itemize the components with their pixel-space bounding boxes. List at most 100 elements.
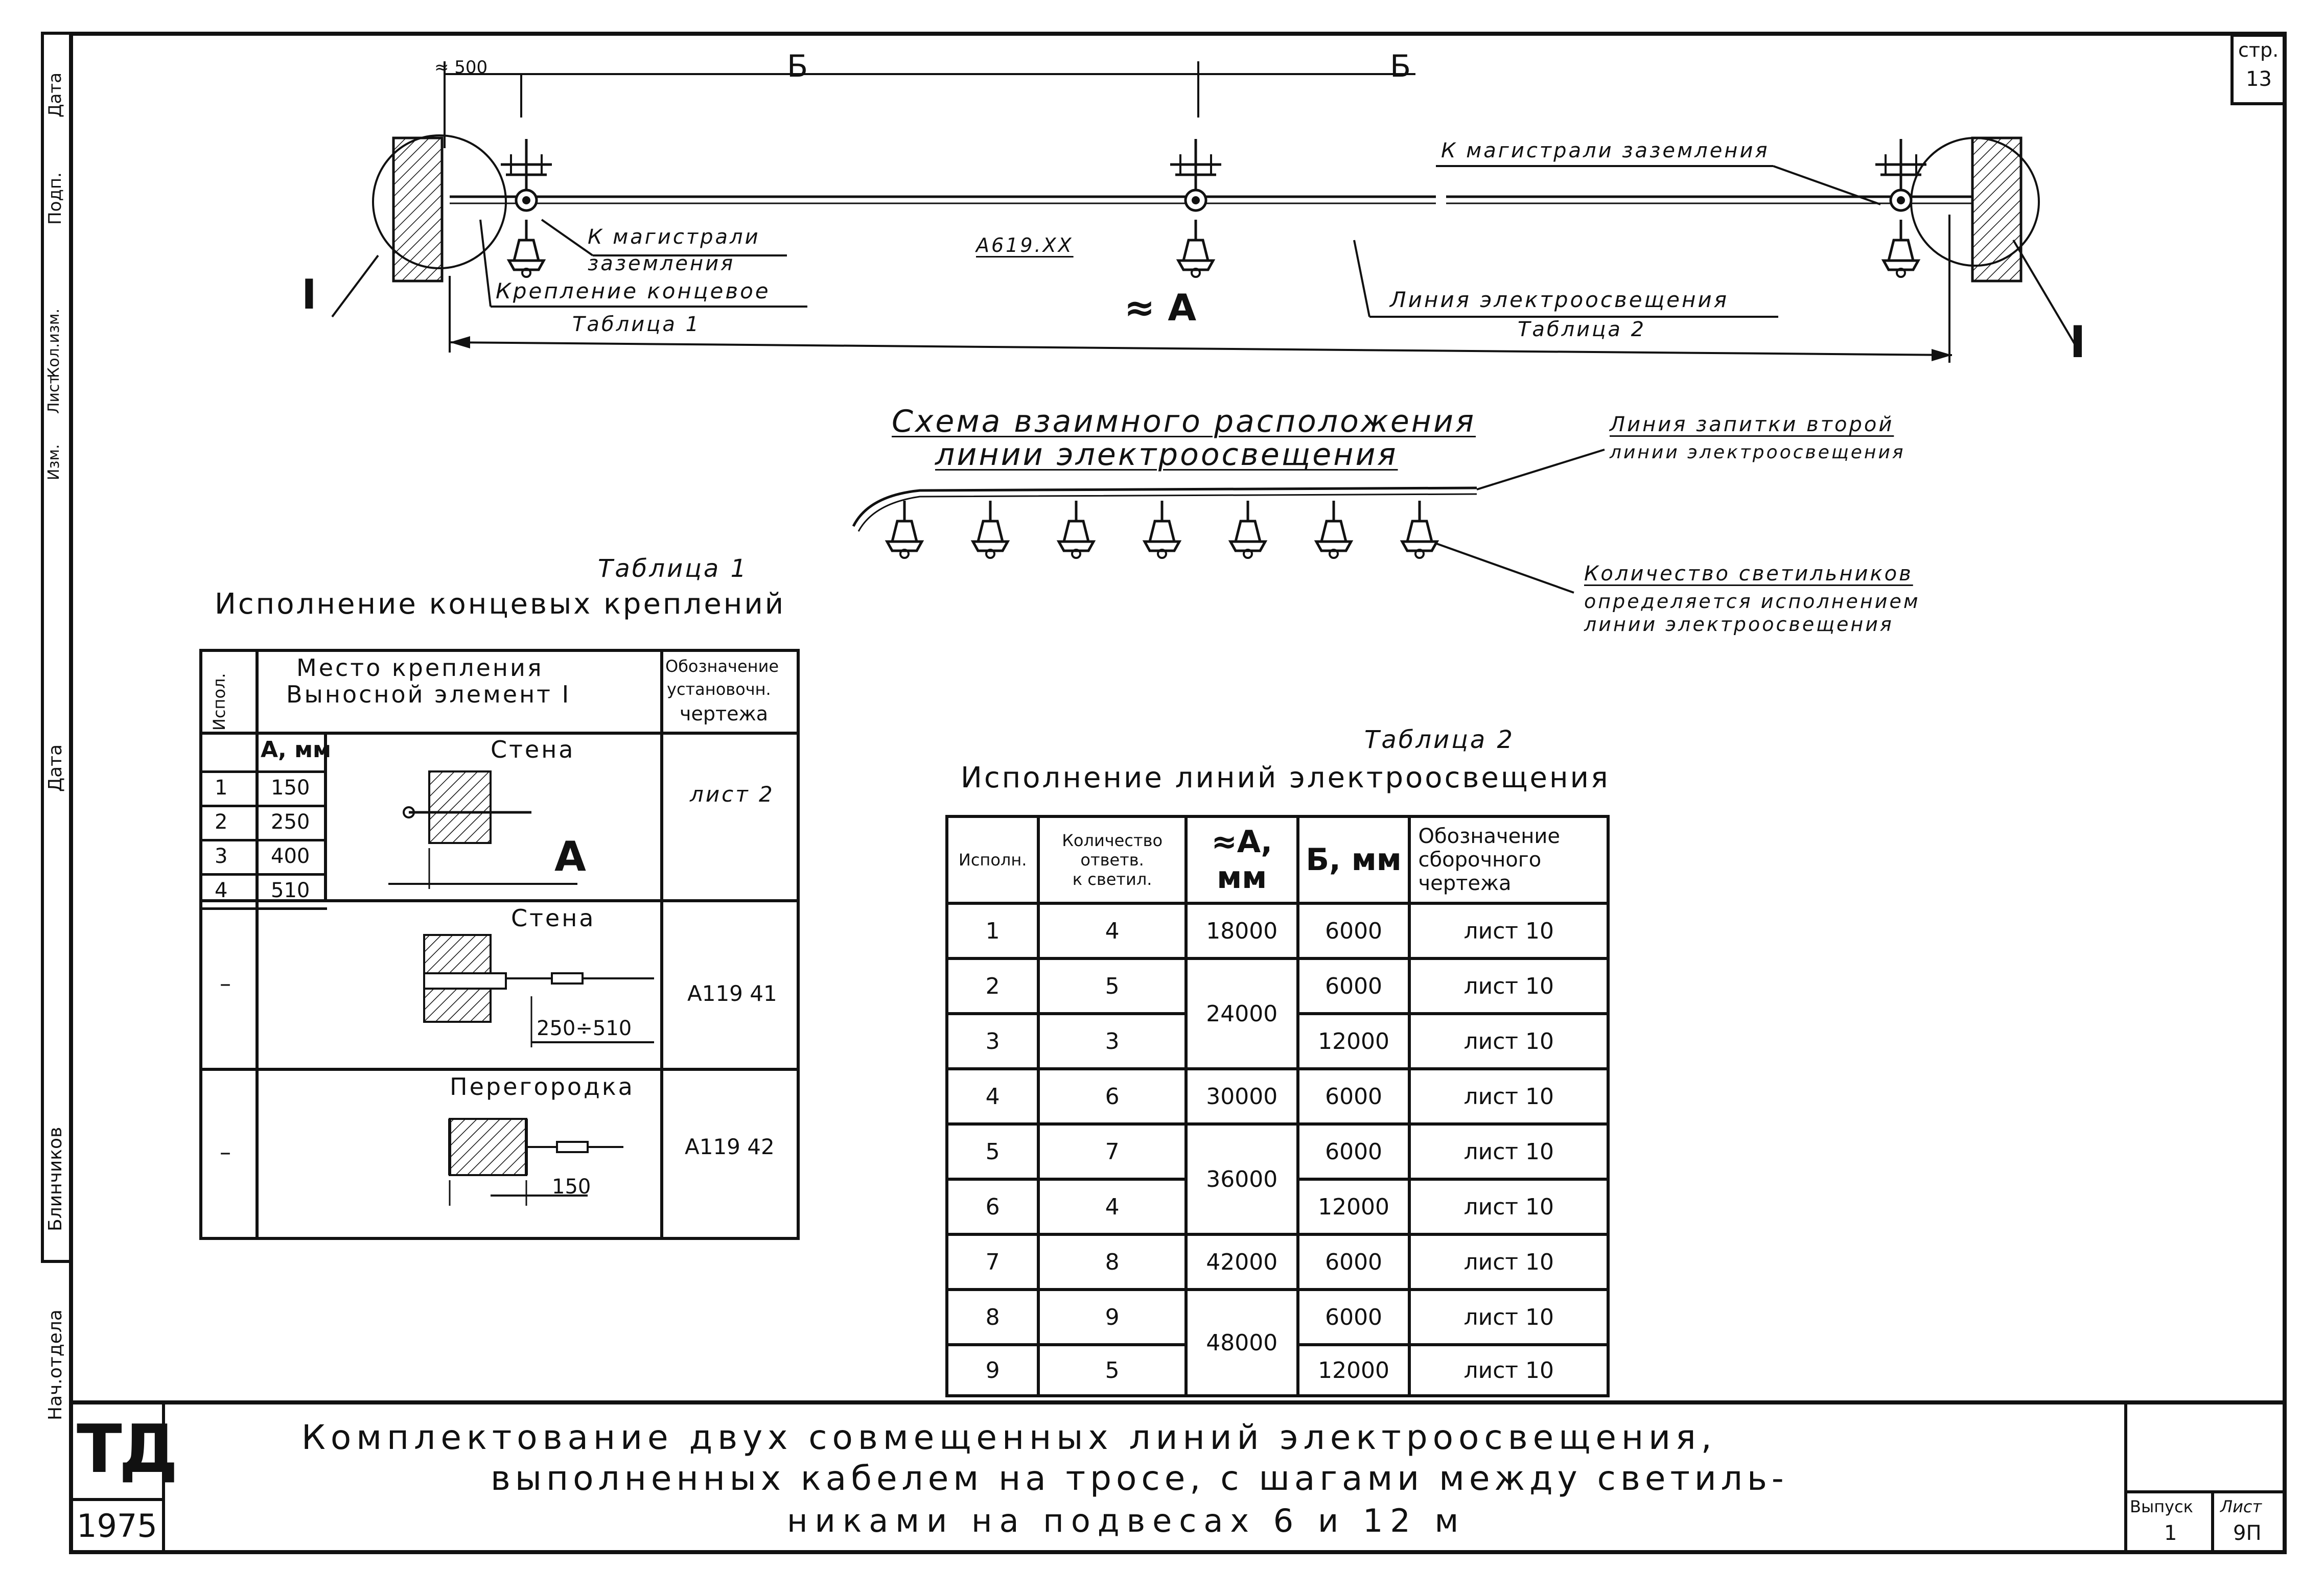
label-grounding-left: К магистрали заземления — [588, 225, 760, 275]
table2-cell-drawing: лист 10 — [1408, 1122, 1610, 1181]
table2-header-col3: ≈А, мм — [1184, 815, 1299, 905]
table1-row-a: 150 — [271, 776, 310, 800]
scheme-lamp — [1230, 501, 1265, 558]
table2-cell-drawing: лист 10 — [1408, 902, 1610, 960]
table1-block3-drawing: А119 42 — [685, 1134, 775, 1159]
dim-b1-label: Б — [787, 49, 808, 84]
scheme-lamp — [887, 501, 922, 558]
title-block-sheet-value: 9П — [2233, 1521, 2262, 1545]
scheme-title-line1: Схема взаимного расположения — [892, 404, 1476, 439]
table1-hline-block2 — [199, 899, 800, 902]
scheme-lamp — [1402, 501, 1437, 558]
table1-block2-caption: Стена — [511, 904, 596, 932]
table1-header-col1: Испол. — [210, 673, 229, 731]
table-row: 3 3 12000 лист 10 — [945, 1012, 1610, 1070]
table2: Испoлн. Количество ответв. к светил. ≈А,… — [945, 815, 1610, 1397]
marker-left-I: I — [301, 271, 317, 318]
table1-block1-caption: Стена — [491, 736, 575, 763]
table2-cell-drawing: лист 10 — [1408, 1343, 1610, 1397]
table2-cell-n: 1 — [945, 902, 1040, 960]
table2-cell-b: 6000 — [1296, 1233, 1411, 1291]
table-row: 2 250 — [199, 805, 327, 839]
table1-vline-1 — [255, 649, 259, 1240]
table1-vline-2 — [660, 649, 663, 1240]
dim-a-label: ≈ А — [1124, 286, 1197, 329]
side-stamp-column — [41, 32, 69, 1263]
table2-header-col5-line1: Обозначение — [1418, 825, 1561, 848]
table2-cell-count: 7 — [1037, 1122, 1188, 1181]
table2-cell-count: 3 — [1037, 1012, 1188, 1070]
table2-cell-a: 30000 — [1184, 1067, 1299, 1126]
table2-cell-b: 6000 — [1296, 1122, 1411, 1181]
scheme-lamp — [1059, 501, 1094, 558]
table-row: 9 5 12000 лист 10 — [945, 1343, 1610, 1397]
table2-cell-count: 4 — [1037, 1178, 1188, 1236]
marker-right-I: I — [2070, 317, 2086, 368]
dim-b2-label: Б — [1390, 49, 1411, 84]
title-block-line1: Комплектование двух совмещенных линий эл… — [301, 1418, 1717, 1457]
table1-header-col3-line3: чертежа — [680, 702, 768, 725]
table2-cell-n: 2 — [945, 957, 1040, 1015]
table-row: 7 8 42000 6000 лист 10 — [945, 1233, 1610, 1291]
label-lighting-line: Линия электроосвещения — [1390, 287, 1729, 312]
table2-cell-count: 6 — [1037, 1067, 1188, 1126]
table1-row-n: 1 — [215, 776, 228, 800]
table2-header-row: Испoлн. Количество ответв. к светил. ≈А,… — [945, 815, 1610, 905]
label-grounding-right: К магистрали заземления — [1441, 139, 1770, 162]
title-block-line2: выполненных кабелем на тросе, с шагами м… — [491, 1459, 1788, 1498]
table2-cell-b: 6000 — [1296, 1067, 1411, 1126]
scheme-note-count-line1: Количество светильников — [1584, 562, 1913, 586]
table2-cell-n: 7 — [945, 1233, 1040, 1291]
table-row: 4 510 — [199, 873, 327, 910]
table2-caption: Таблица 2 — [1364, 725, 1515, 754]
title-block-line3: никами на подвесах 6 и 12 м — [787, 1502, 1466, 1539]
table2-cell-drawing: лист 10 — [1408, 1012, 1610, 1070]
table2-cell-count: 4 — [1037, 902, 1188, 960]
table2-cell-n: 3 — [945, 1012, 1040, 1070]
table2-cell-count: 8 — [1037, 1233, 1188, 1291]
scheme-note-count-line2: определяется исполнением — [1584, 590, 1920, 613]
label-fastening: Крепление концевое — [496, 278, 771, 303]
table2-header-col5: Обозначение сборочного чертежа — [1408, 815, 1610, 905]
table1-row-n: 2 — [215, 810, 228, 834]
title-block-issue-value: 1 — [2164, 1521, 2177, 1545]
table2-cell-n: 9 — [945, 1343, 1040, 1397]
dim-500-label: ≈ 500 — [434, 57, 488, 78]
table2-cell-b: 12000 — [1296, 1012, 1411, 1070]
table2-cell-n: 5 — [945, 1122, 1040, 1181]
page-number-box — [2230, 34, 2287, 105]
title-block-year: 1975 — [77, 1507, 157, 1544]
table1-row-a: 250 — [271, 810, 310, 834]
table1-header-col3-line1: Обозначение — [665, 657, 779, 676]
table2-header-col2: Количество ответв. к светил. — [1037, 815, 1188, 905]
title-block-issue-label: Выпуск — [2130, 1497, 2193, 1516]
table2-cell-n: 6 — [945, 1178, 1040, 1236]
scheme-note-feed-line1: Линия запитки второй — [1610, 413, 1894, 436]
table2-cell-count: 5 — [1037, 1343, 1188, 1397]
table-row: 8 9 48000 6000 лист 10 — [945, 1288, 1610, 1397]
table2-header-col1: Испoлн. — [945, 815, 1040, 905]
table2-cell-b: 6000 — [1296, 1288, 1411, 1346]
table1-block3-n: – — [220, 1139, 231, 1165]
table-row: 3 400 — [199, 839, 327, 873]
table2-header-col5-line3: чертежа — [1418, 872, 1512, 895]
table-row: 1 150 — [199, 770, 327, 805]
table1-block2-n: – — [220, 971, 231, 997]
scheme-lamp — [973, 501, 1008, 558]
table1-row-a: 400 — [271, 845, 310, 868]
table2-title: Исполнение линий электроосвещения — [961, 761, 1610, 794]
table1-header-col3-line2: установочн. — [667, 680, 771, 699]
table1-a-col-frame — [255, 732, 327, 902]
table1-row-n: 4 — [215, 879, 228, 902]
table2-cell-n: 4 — [945, 1067, 1040, 1126]
table2-cell-drawing: лист 10 — [1408, 1067, 1610, 1126]
table2-cell-a: 42000 — [1184, 1233, 1299, 1291]
scheme-note-count-line3: линии электроосвещения — [1584, 613, 1894, 636]
table2-cell-b: 6000 — [1296, 902, 1411, 960]
table1-block2-dim: 250÷510 — [537, 1017, 632, 1040]
table2-header-col2-line3: к светил. — [1072, 870, 1152, 889]
table1-a-header: А, мм — [261, 737, 332, 763]
table2-header-col2-line2: ответв. — [1080, 850, 1144, 870]
table2-cell-a: 36000 — [1184, 1122, 1299, 1236]
